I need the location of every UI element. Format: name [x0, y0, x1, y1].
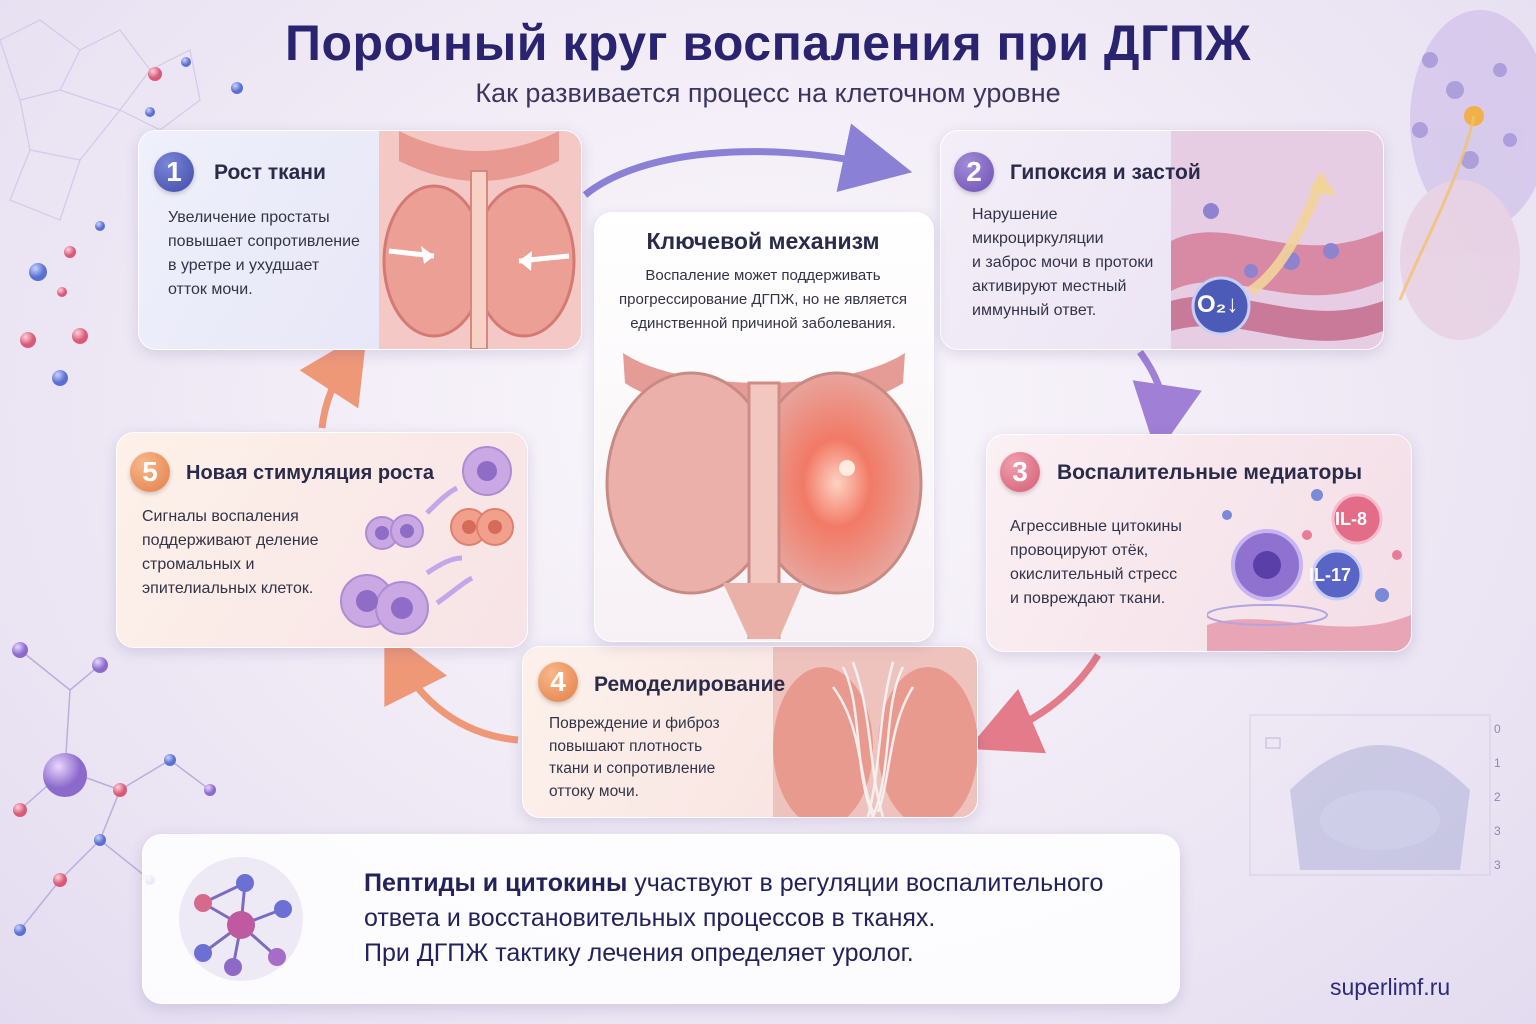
hypoxia-illustration [1171, 131, 1383, 349]
step-4-title: Ремоделирование [594, 673, 786, 696]
arrow-4-to-5 [384, 628, 519, 744]
step-3-text: Агрессивные цитокины провоцируют отёк, о… [1010, 518, 1182, 607]
bottom-note-line1: участвуют в регуляции воспалительного [627, 869, 1104, 897]
scale-tick-2: 2 [1494, 790, 1501, 804]
step-2-number: 2 [954, 152, 994, 192]
site-link[interactable]: superlimf.ru [1330, 974, 1451, 1000]
step-5-title: Новая стимуляция роста [186, 462, 435, 484]
step-card-1 [138, 130, 582, 350]
step-card-5 [116, 432, 528, 648]
key-mechanism-title: Ключевой механизм [646, 228, 880, 254]
il8-label: IL-8 [1335, 509, 1368, 529]
bottom-note-bold: Пептиды и цитокины [364, 869, 628, 897]
arrow-2-to-3 [1132, 349, 1202, 455]
oxygen-label: O₂↓ [1197, 291, 1239, 318]
prostate-growth-illustration [379, 131, 581, 349]
fibrosis-illustration [773, 647, 977, 817]
step-card-4 [522, 646, 978, 818]
step-3-number: 3 [1000, 452, 1040, 492]
step-4-number: 4 [538, 662, 578, 702]
il17-label: IL-17 [1309, 565, 1352, 585]
page-subtitle: Как развивается процесс на клеточном уро… [475, 78, 1061, 108]
bottom-note-card [142, 834, 1180, 1004]
key-mechanism-text: Воспаление может поддерживать прогрессир… [619, 267, 907, 332]
step-1-number: 1 [154, 152, 194, 192]
cytokine-illustration [1207, 489, 1411, 651]
scale-tick-0: 0 [1494, 722, 1501, 736]
scale-tick-4: 3 [1494, 858, 1501, 872]
step-1-text: Увеличение простаты повышает сопротивлен… [168, 209, 360, 298]
peptide-molecule-icon [179, 857, 303, 981]
scale-tick-1: 1 [1494, 756, 1501, 770]
step-card-3: IL-8 IL-17 [986, 434, 1412, 652]
bottom-note-line3: При ДГПЖ тактику лечения определяет урол… [364, 939, 914, 967]
scale-tick-3: 3 [1494, 824, 1501, 838]
step-2-title: Гипоксия и застой [1010, 161, 1201, 184]
bottom-note-text: Пептиды и цитокины участвуют в регуляции… [364, 866, 1164, 971]
cell-division-illustration [340, 446, 514, 635]
step-5-text: Сигналы воспаления поддерживают деление … [142, 508, 319, 597]
bottom-note-line2: ответа и восстановительных процессов в т… [364, 904, 936, 932]
arrow-3-to-4 [967, 653, 1101, 754]
step-2-text: Нарушение микроциркуляции и заброс мочи … [972, 206, 1154, 319]
arrow-5-to-1 [299, 330, 368, 429]
step-card-2: O₂↓ [940, 130, 1384, 350]
prostate-illustration [605, 353, 923, 639]
step-4-text: Повреждение и фиброз повышают плотность … [549, 715, 720, 800]
step-3-title: Воспалительные медиаторы [1057, 461, 1363, 484]
key-mechanism-card [594, 212, 934, 642]
arrow-1-to-2 [582, 123, 913, 198]
step-1-title: Рост ткани [214, 161, 326, 184]
step-5-number: 5 [130, 452, 170, 492]
page-title: Порочный круг воспаления при ДГПЖ [285, 15, 1251, 71]
